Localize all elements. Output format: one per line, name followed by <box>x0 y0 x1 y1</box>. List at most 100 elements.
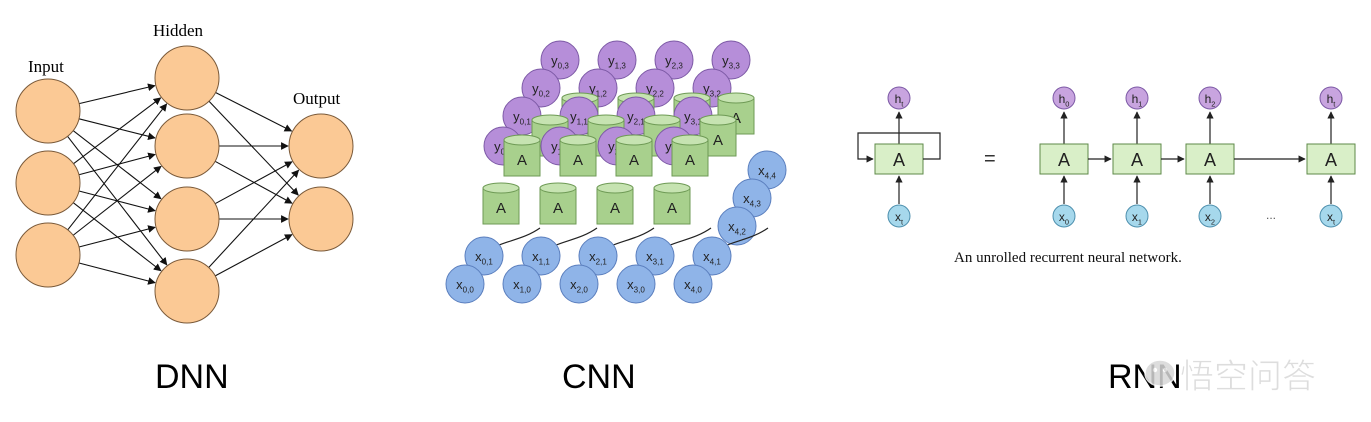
cnn-output-y0-3-circle <box>540 40 580 80</box>
cnn-input-x1-1: x1,1 <box>532 249 550 267</box>
watermark-text: 悟空问答 <box>1180 358 1316 396</box>
cnn-input-x4-3: x4,3 <box>743 191 761 209</box>
cnn-cell-back-b2-top <box>643 114 681 126</box>
cnn-cell-front-0-body <box>482 187 520 225</box>
dnn-nodes <box>15 45 354 324</box>
rnn-rolled-input-label: xt <box>895 210 904 226</box>
dnn-diagram: Input Hidden Output DNN <box>15 21 354 396</box>
hidden-output-edge-3-1 <box>214 234 293 277</box>
rnn-step-1-cell <box>1112 143 1162 175</box>
cnn-cell-back-c0-body <box>503 139 541 177</box>
cnn-cell-back-c1-top <box>559 134 597 146</box>
cnn-output-y0-1: y0,1 <box>513 109 531 127</box>
cnn-input-x4-0: x4,0 <box>684 277 702 295</box>
dnn-output-node-1 <box>288 186 354 252</box>
rnn-step-3-input-label: xt <box>1327 210 1336 226</box>
rnn-step-1-input-circle <box>1125 204 1149 228</box>
dnn-hidden-node-1 <box>154 113 220 179</box>
cnn-cell-front-3-top <box>653 182 691 194</box>
cnn-cell-back-b3-top <box>699 114 737 126</box>
cnn-input-x3-0-circle <box>616 264 656 304</box>
hidden-output-edge-0-1 <box>208 100 299 196</box>
cnn-cell-front-3-label: A <box>667 200 677 217</box>
dnn-edges <box>67 83 300 285</box>
cnn-cell-back-c0-label: A <box>517 152 527 169</box>
rnn-step-0-cell-label: A <box>1058 150 1070 170</box>
cnn-cell-front-2-top <box>596 182 634 194</box>
rnn-step-2-output-label: h2 <box>1205 92 1216 108</box>
cnn-input-x2-1-circle <box>578 236 618 276</box>
rnn-step-2-input-label: x2 <box>1205 210 1215 226</box>
hidden-output-edge-0-0 <box>215 91 293 132</box>
cnn-cell-back-b1-top <box>587 114 625 126</box>
cnn-input-x4-4: x4,4 <box>758 163 776 181</box>
dnn-input-node-1 <box>15 150 81 216</box>
cnn-input-x1-0: x1,0 <box>513 277 531 295</box>
cnn-output-y0-2-circle <box>521 68 561 108</box>
cnn-cell-back-c3-top <box>671 134 709 146</box>
cnn-input-x1-1-circle <box>521 236 561 276</box>
input-hidden-edge-2-0 <box>67 103 168 231</box>
cnn-cell-back-c0-top <box>503 134 541 146</box>
cnn-input-x0-0: x0,0 <box>456 277 474 295</box>
cnn-input-x3-1: x3,1 <box>646 249 664 267</box>
input-hidden-edge-1-1 <box>78 152 156 176</box>
input-hidden-edge-0-1 <box>78 118 156 140</box>
rnn-step-0-input-label: x0 <box>1059 210 1069 226</box>
cnn-input-x4-2: x4,2 <box>728 219 746 237</box>
cnn-cell-front-1-label: A <box>553 200 563 217</box>
input-hidden-edge-2-1 <box>72 165 162 236</box>
cnn-cell-front-2-label: A <box>610 200 620 217</box>
cnn-output-y2-3: y2,3 <box>665 53 683 71</box>
rnn-step-1-output-circle <box>1125 86 1149 110</box>
input-hidden-edge-0-0 <box>79 83 156 105</box>
cnn-cell-back-b3-label: A <box>713 132 723 149</box>
cnn-cell-front-3-body <box>653 187 691 225</box>
cnn-output-y2-3-circle <box>654 40 694 80</box>
cnn-output-y1-3-circle <box>597 40 637 80</box>
dnn-hidden-label: Hidden <box>153 21 204 40</box>
watermark-logo-icon <box>1144 359 1176 387</box>
dnn-output-node-0 <box>288 113 354 179</box>
rnn-step-1-cell-label: A <box>1131 150 1143 170</box>
rnn-rolled-input-circle <box>887 204 911 228</box>
cnn-output-y1-2: y1,2 <box>589 81 607 99</box>
cnn-output-y1-3: y1,3 <box>608 53 626 71</box>
cnn-output-y0-3: y0,3 <box>551 53 569 71</box>
rnn-rolled-output-label: ht <box>895 92 905 108</box>
cnn-input-x3-1-circle <box>635 236 675 276</box>
rnn-step-0-output-label: h0 <box>1059 92 1070 108</box>
cnn-cell-front-0-top <box>482 182 520 194</box>
input-hidden-edge-1-0 <box>73 97 162 165</box>
rnn-step-3-output-label: ht <box>1327 92 1337 108</box>
cnn-cell-back-b0-top <box>531 114 569 126</box>
rnn-recurrent-loop-arrow <box>857 132 941 163</box>
rnn-step-2-input-circle <box>1198 204 1222 228</box>
input-hidden-edge-2-2 <box>78 225 156 248</box>
cnn-input-x4-1-circle <box>692 236 732 276</box>
cnn-input-x2-0-circle <box>559 264 599 304</box>
cnn-output-y3-3-circle <box>711 40 751 80</box>
cnn-output-y3-3: y3,3 <box>722 53 740 71</box>
cnn-cell-front-1-top <box>539 182 577 194</box>
cnn-caption: CNN <box>562 358 636 396</box>
dnn-hidden-node-2 <box>154 186 220 252</box>
rnn-rolled-cell-label: A <box>893 150 905 170</box>
cnn-cell-front-0-label: A <box>496 200 506 217</box>
rnn-step-2-output-circle <box>1198 86 1222 110</box>
cnn-diagram: y0,3y1,3y2,3y3,3y0,2y1,2y2,2y3,2AAAAy0,1… <box>445 40 787 396</box>
rnn-step-2-cell <box>1185 143 1235 175</box>
cnn-input-x4-0-circle <box>673 264 713 304</box>
cnn-input-x0-0-circle <box>445 264 485 304</box>
cnn-output-y2-1: y2,1 <box>627 109 645 127</box>
cnn-input-x2-0: x2,0 <box>570 277 588 295</box>
cnn-cell-back-c2-top <box>615 134 653 146</box>
cnn-cell-back-c3-label: A <box>685 152 695 169</box>
cnn-input-x4-2-circle <box>717 206 757 246</box>
cnn-cell-back-a3-label: A <box>731 110 741 127</box>
hidden-output-edge-2-0 <box>214 161 293 205</box>
